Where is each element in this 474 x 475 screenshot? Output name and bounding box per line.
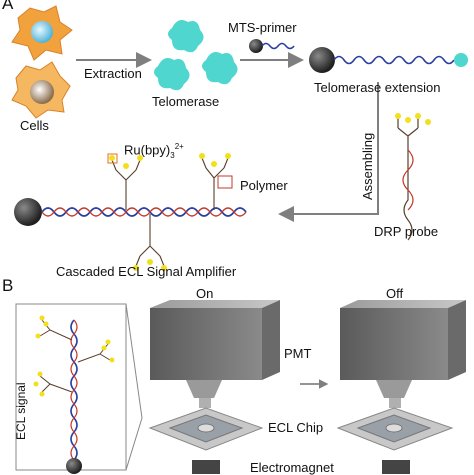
primer-label: MTS-primer [228, 20, 297, 35]
cell-blue-icon [11, 5, 73, 61]
extension-label: Telomerase extension [314, 80, 441, 95]
ru-label-sup: 2+ [174, 142, 184, 151]
assembling-arrow [278, 82, 379, 222]
telomerase-icon [154, 20, 238, 91]
amplifier-icon [14, 153, 247, 271]
probe-label: DRP probe [374, 224, 439, 239]
mts-primer-icon [249, 39, 295, 53]
instrument-off [336, 300, 466, 474]
magnet-label: Electromagnet [250, 460, 334, 475]
on-label: On [196, 286, 214, 301]
amplifier-label: Cascaded ECL Signal Amplifier [56, 264, 237, 279]
panel-a-letter: A [2, 0, 14, 13]
instrument-on [148, 300, 280, 474]
cell-orange-icon [11, 61, 71, 119]
ecl-signal-box [15, 303, 143, 474]
chip-label: ECL Chip [268, 420, 324, 435]
polymer-label: Polymer [240, 178, 288, 193]
ru-label: Ru(bpy)32+ [124, 142, 184, 160]
extended-strand-icon [309, 47, 468, 73]
assembling-label: Assembling [360, 132, 375, 200]
ru-label-sub: 3 [170, 150, 175, 160]
panel-b-letter: B [2, 276, 14, 295]
drp-probe-icon [395, 113, 431, 241]
signal-label: ECL signal [14, 382, 28, 440]
ru-label-base: Ru(bpy) [124, 142, 171, 158]
telomerase-label: Telomerase [152, 94, 220, 109]
extraction-label: Extraction [84, 66, 142, 81]
pmt-label: PMT [284, 346, 312, 361]
off-label: Off [386, 286, 404, 301]
cells-label: Cells [20, 118, 49, 133]
